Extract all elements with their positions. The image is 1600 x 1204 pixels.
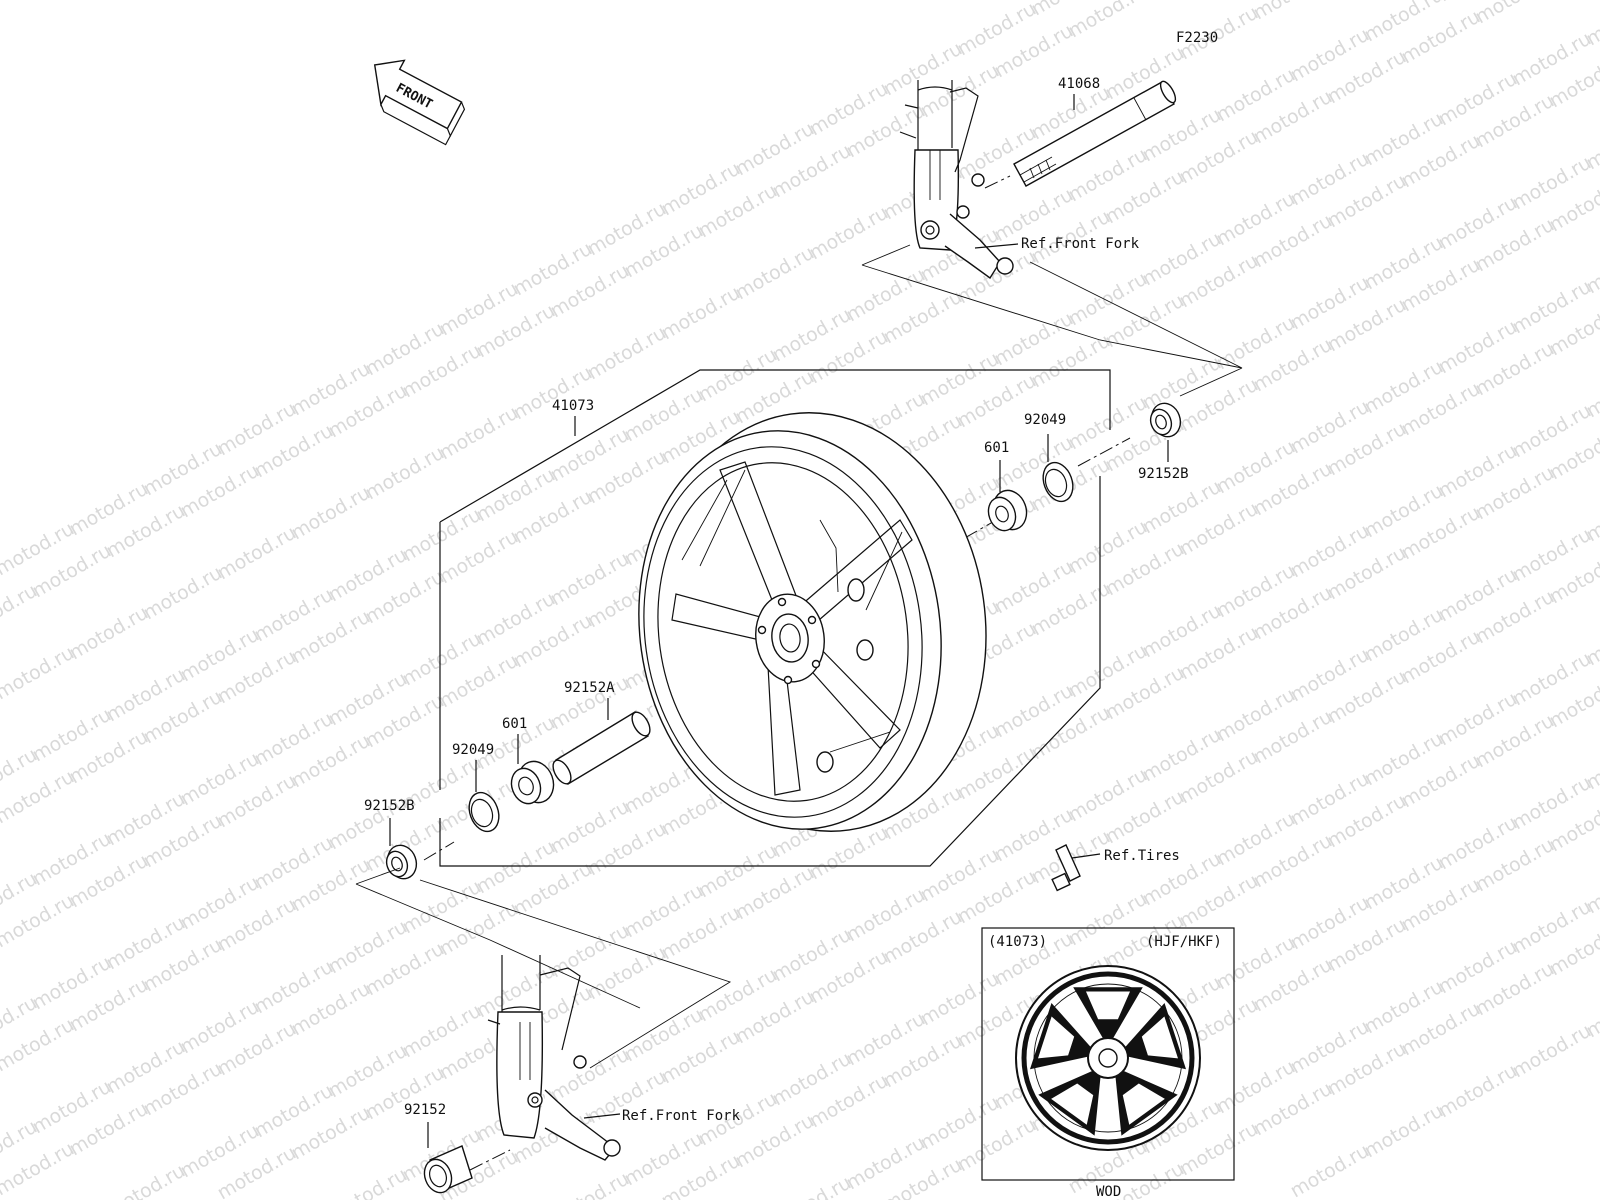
- inset-part-number: (41073): [988, 934, 1047, 950]
- label-collar-left: 92152B: [364, 798, 415, 814]
- watermark-text: motod.ru: [103, 1160, 189, 1200]
- watermark-text: motod.ru: [732, 242, 818, 305]
- watermark-text: motod.ru: [1065, 0, 1151, 42]
- watermark-text: motod.ru: [66, 602, 152, 665]
- label-bearing-right: 601: [984, 440, 1009, 456]
- watermark-text: motod.ru: [658, 282, 744, 345]
- watermark-text: motod.ru: [1139, 0, 1225, 2]
- watermark-text: motod.ru: [510, 362, 596, 425]
- label-oil-seal-left: 92049: [452, 742, 494, 758]
- watermark-text: motod.ru: [1250, 0, 1336, 24]
- label-ref-front-fork-top: Ref.Front Fork: [1021, 236, 1140, 252]
- watermark-text: motod.ru: [362, 442, 448, 505]
- watermark-text: motod.ru: [1509, 1020, 1595, 1083]
- diagram-code: F2230: [1176, 30, 1218, 46]
- watermark-text: motod.ru: [806, 202, 892, 265]
- watermark-text: motod.ru: [436, 402, 522, 465]
- label-bearing-left: 601: [502, 716, 527, 732]
- inset-color-code: WOD: [1096, 1184, 1121, 1200]
- inset-model-codes: (HJF/HKF): [1146, 934, 1222, 950]
- front-direction-arrow: FRONT: [357, 49, 471, 145]
- label-collar-right: 92152B: [1138, 466, 1189, 482]
- label-ref-front-fork-bottom: Ref.Front Fork: [622, 1108, 741, 1124]
- watermark-text: motod.ru: [214, 522, 300, 585]
- watermark-text: motod.ru: [140, 562, 226, 625]
- label-axle: 41068: [1058, 76, 1100, 92]
- watermark-text: motod.ru: [288, 482, 374, 545]
- label-spacer: 92152A: [564, 680, 615, 696]
- watermark-text: motod.ru: [547, 1168, 633, 1200]
- watermark-text: motod.ru: [325, 1164, 411, 1200]
- watermark-text: motod.ru: [1472, 0, 1558, 28]
- watermark-text: motod.ru: [584, 322, 670, 385]
- watermark-text: motod.ru: [1435, 1060, 1521, 1123]
- label-oil-seal-right: 92049: [1024, 412, 1066, 428]
- label-collar-bottom: 92152: [404, 1102, 446, 1118]
- watermark-text: motod.ru: [1361, 1100, 1447, 1163]
- label-ref-tires: Ref.Tires: [1104, 848, 1180, 864]
- label-wheel: 41073: [552, 398, 594, 414]
- watermark-text: motod.ru: [0, 642, 78, 705]
- watermark-text: motod.ru: [1287, 1140, 1373, 1200]
